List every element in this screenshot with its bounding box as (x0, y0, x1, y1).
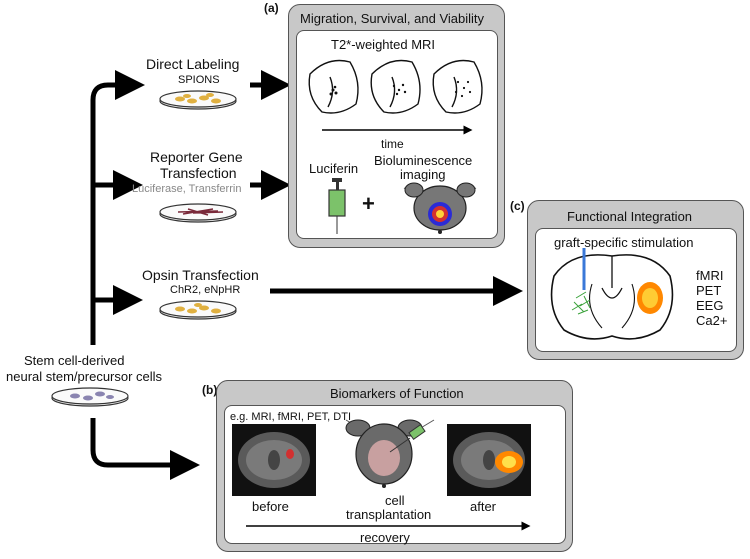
petri-dish-opsin (159, 300, 237, 320)
reporter-title-line2: Transfection (160, 165, 237, 181)
panel-c-subtitle: graft-specific stimulation (554, 235, 694, 250)
brain-coronal-icon (550, 248, 674, 340)
recovery-arrow (246, 521, 531, 531)
before-label: before (252, 499, 289, 514)
modality-pet: PET (696, 283, 722, 298)
modality-fmri: fMRI (696, 268, 724, 283)
cell-label-line1: cell (385, 493, 405, 508)
opsin-sub: ChR2, eNpHR (170, 284, 241, 296)
petri-dish-direct (159, 90, 237, 110)
time-label: time (381, 137, 404, 151)
after-label: after (470, 499, 497, 514)
petri-dish-stem (51, 387, 129, 407)
petri-dish-reporter (159, 203, 237, 223)
biolum-line2: imaging (400, 167, 446, 182)
cell-label-line2: transplantation (346, 507, 432, 522)
panel-b-examples: e.g. MRI, fMRI, PET, DTI (230, 411, 352, 423)
plus-sign: + (362, 191, 375, 216)
reporter-sub: Luciferase, Transferrin (132, 183, 242, 195)
recovery-label: recovery (360, 530, 410, 545)
mouse-transplant-icon (345, 419, 435, 488)
stem-cell-line1: Stem cell-derived (24, 353, 125, 368)
mri-before-image (232, 424, 316, 496)
panel-a-header: Migration, Survival, and Viability (300, 11, 485, 26)
modality-ca: Ca2+ (696, 313, 728, 328)
panel-b-tag: (b) (202, 383, 218, 397)
modality-eeg: EEG (696, 298, 724, 313)
trunk-line (90, 82, 128, 345)
mri-title: T2*-weighted MRI (331, 37, 436, 52)
direct-labeling-sub: SPIONS (178, 74, 220, 86)
mri-time-series (308, 59, 483, 135)
mouse-bioluminescence-icon (403, 182, 477, 234)
luciferin-label: Luciferin (309, 161, 359, 176)
syringe-icon (328, 178, 346, 234)
biolum-line1: Bioluminescence (374, 153, 473, 168)
panel-c-header: Functional Integration (567, 209, 693, 224)
panel-c-tag: (c) (510, 199, 525, 213)
branch-biomarker-arrow (90, 418, 200, 480)
mri-after-image (447, 424, 531, 496)
direct-labeling-title: Direct Labeling (146, 56, 240, 72)
panel-a-tag: (a) (264, 1, 279, 15)
stem-cell-line2: neural stem/precursor cells (6, 369, 163, 384)
panel-b-header: Biomarkers of Function (330, 386, 464, 401)
opsin-title: Opsin Transfection (142, 267, 259, 283)
reporter-title-line1: Reporter Gene (150, 149, 243, 165)
